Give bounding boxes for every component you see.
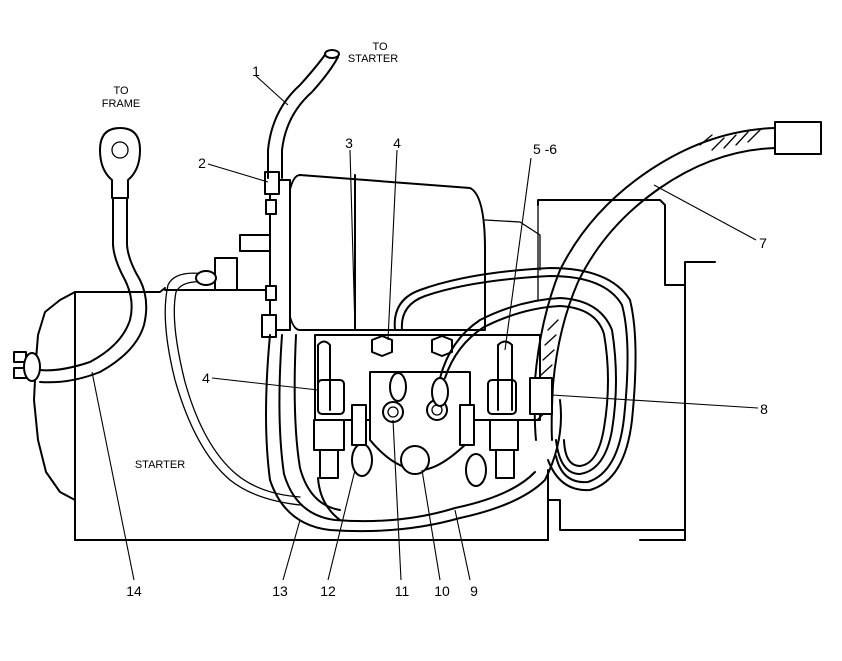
callout-4-left: 4: [202, 370, 210, 386]
to-frame-label-line1: TO: [113, 85, 129, 97]
cable-to-starter: [267, 49, 340, 179]
callout-7: 7: [759, 235, 767, 251]
callout-1: 1: [252, 63, 260, 79]
to-starter-label-line2: STARTER: [348, 53, 398, 65]
to-frame-label-line2: FRAME: [102, 98, 141, 110]
callout-10: 10: [434, 583, 450, 599]
leader-lines: [91, 75, 759, 581]
solenoid: [214, 171, 541, 338]
to-starter-label-line1: TO: [372, 41, 388, 53]
cable-to-frame: [13, 127, 148, 384]
callout-13: 13: [272, 583, 288, 599]
callout-14: 14: [126, 583, 142, 599]
callout-2: 2: [198, 155, 206, 171]
terminal-block: [313, 334, 541, 487]
callout-8: 8: [760, 401, 768, 417]
callout-9: 9: [470, 583, 478, 599]
starter-label: STARTER: [135, 459, 185, 471]
callout-12: 12: [320, 583, 336, 599]
callout-5-6: 5 -6: [533, 141, 557, 157]
callout-4-top: 4: [393, 135, 401, 151]
wire-harness: [265, 267, 637, 533]
callout-11: 11: [395, 583, 410, 599]
thin-wire: [164, 270, 301, 506]
callout-3: 3: [345, 135, 353, 151]
braided-cable: [529, 121, 822, 441]
